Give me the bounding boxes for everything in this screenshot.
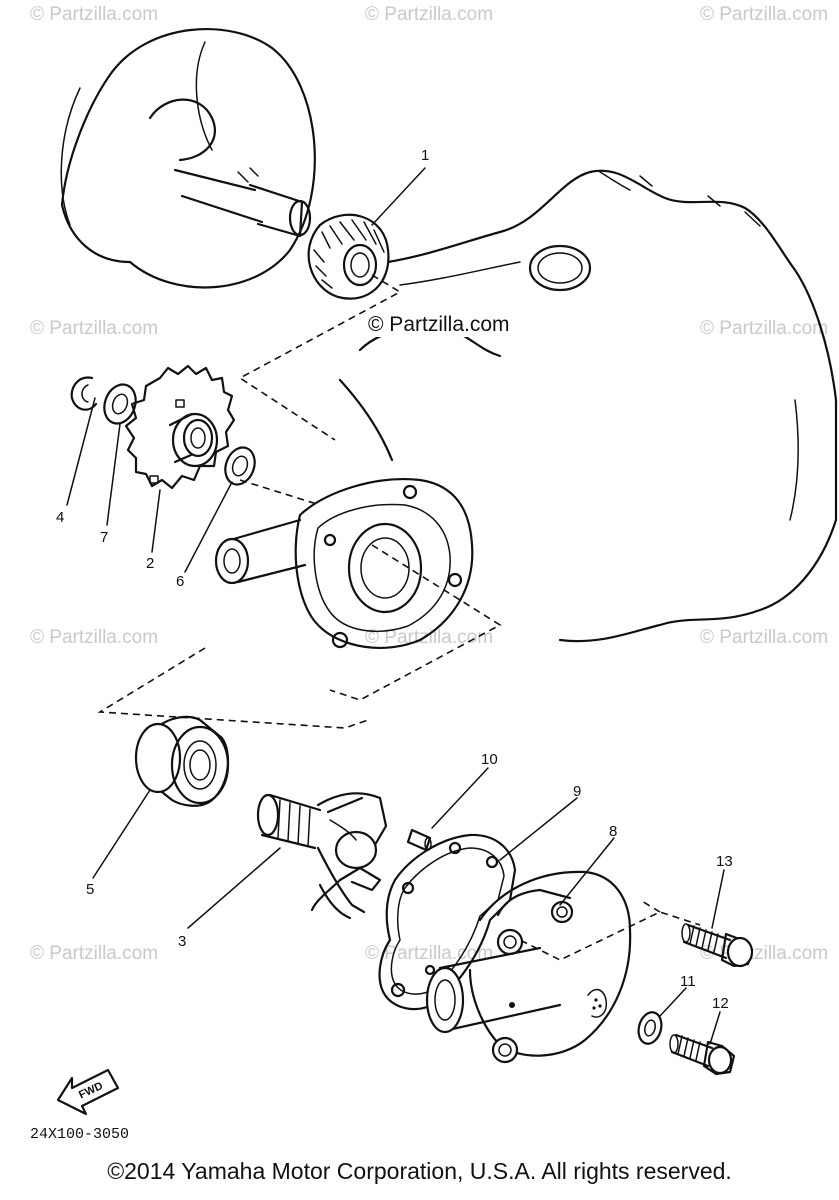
watermark: © Partzilla.com	[30, 627, 159, 648]
fwd-arrow-icon: FWD	[56, 1068, 120, 1116]
watermark: © Partzilla.com	[365, 943, 494, 964]
watermark: © Partzilla.com	[700, 627, 829, 648]
clutch-housing	[60, 28, 316, 289]
part-12-bolt	[669, 1033, 736, 1076]
callout-11[interactable]: 11	[680, 973, 696, 990]
part-5-bearing	[134, 715, 230, 807]
part-2-pump-drive-gear	[124, 364, 236, 490]
callout-8[interactable]: 8	[609, 823, 617, 840]
pump-housing-seat	[214, 478, 474, 650]
watermark: © Partzilla.com	[30, 4, 159, 25]
callout-7[interactable]: 7	[100, 529, 108, 546]
callout-5[interactable]: 5	[86, 881, 94, 898]
callout-6[interactable]: 6	[176, 573, 184, 590]
watermark: © Partzilla.com	[700, 318, 829, 339]
part-4-circlip	[70, 376, 98, 411]
crankcase	[338, 169, 838, 643]
callout-12[interactable]: 12	[712, 995, 729, 1012]
watermark: © Partzilla.com	[365, 4, 494, 25]
watermark: © Partzilla.com	[30, 318, 159, 339]
part-6-washer	[224, 446, 256, 486]
copyright-footer: ©2014 Yamaha Motor Corporation, U.S.A. A…	[107, 1158, 732, 1184]
callout-3[interactable]: 3	[178, 933, 186, 950]
diagram-code: 24X100-3050	[30, 1126, 130, 1143]
part-13-bolt	[681, 923, 754, 968]
callout-numbers: 1 2 3 4 5 6 7 8 9 10 11 12 13	[56, 147, 733, 1012]
part-8-pump-cover	[425, 870, 632, 1064]
part-11-washer	[637, 1011, 663, 1045]
watermark-main: © Partzilla.com	[366, 313, 512, 337]
part-3-impeller-shaft	[256, 792, 388, 920]
part-1-drive-gear	[307, 213, 390, 300]
callout-13[interactable]: 13	[716, 853, 733, 870]
callout-10[interactable]: 10	[481, 751, 498, 768]
callout-2[interactable]: 2	[146, 555, 154, 572]
callout-leaders	[66, 167, 725, 1045]
part-10-dowel-pin	[406, 828, 432, 852]
watermark: © Partzilla.com	[365, 627, 494, 648]
callout-9[interactable]: 9	[573, 783, 581, 800]
callout-1[interactable]: 1	[421, 147, 429, 164]
watermark: © Partzilla.com	[30, 943, 159, 964]
callout-4[interactable]: 4	[56, 509, 64, 526]
assembly-guide-lines	[97, 274, 701, 961]
watermark: © Partzilla.com	[700, 4, 829, 25]
